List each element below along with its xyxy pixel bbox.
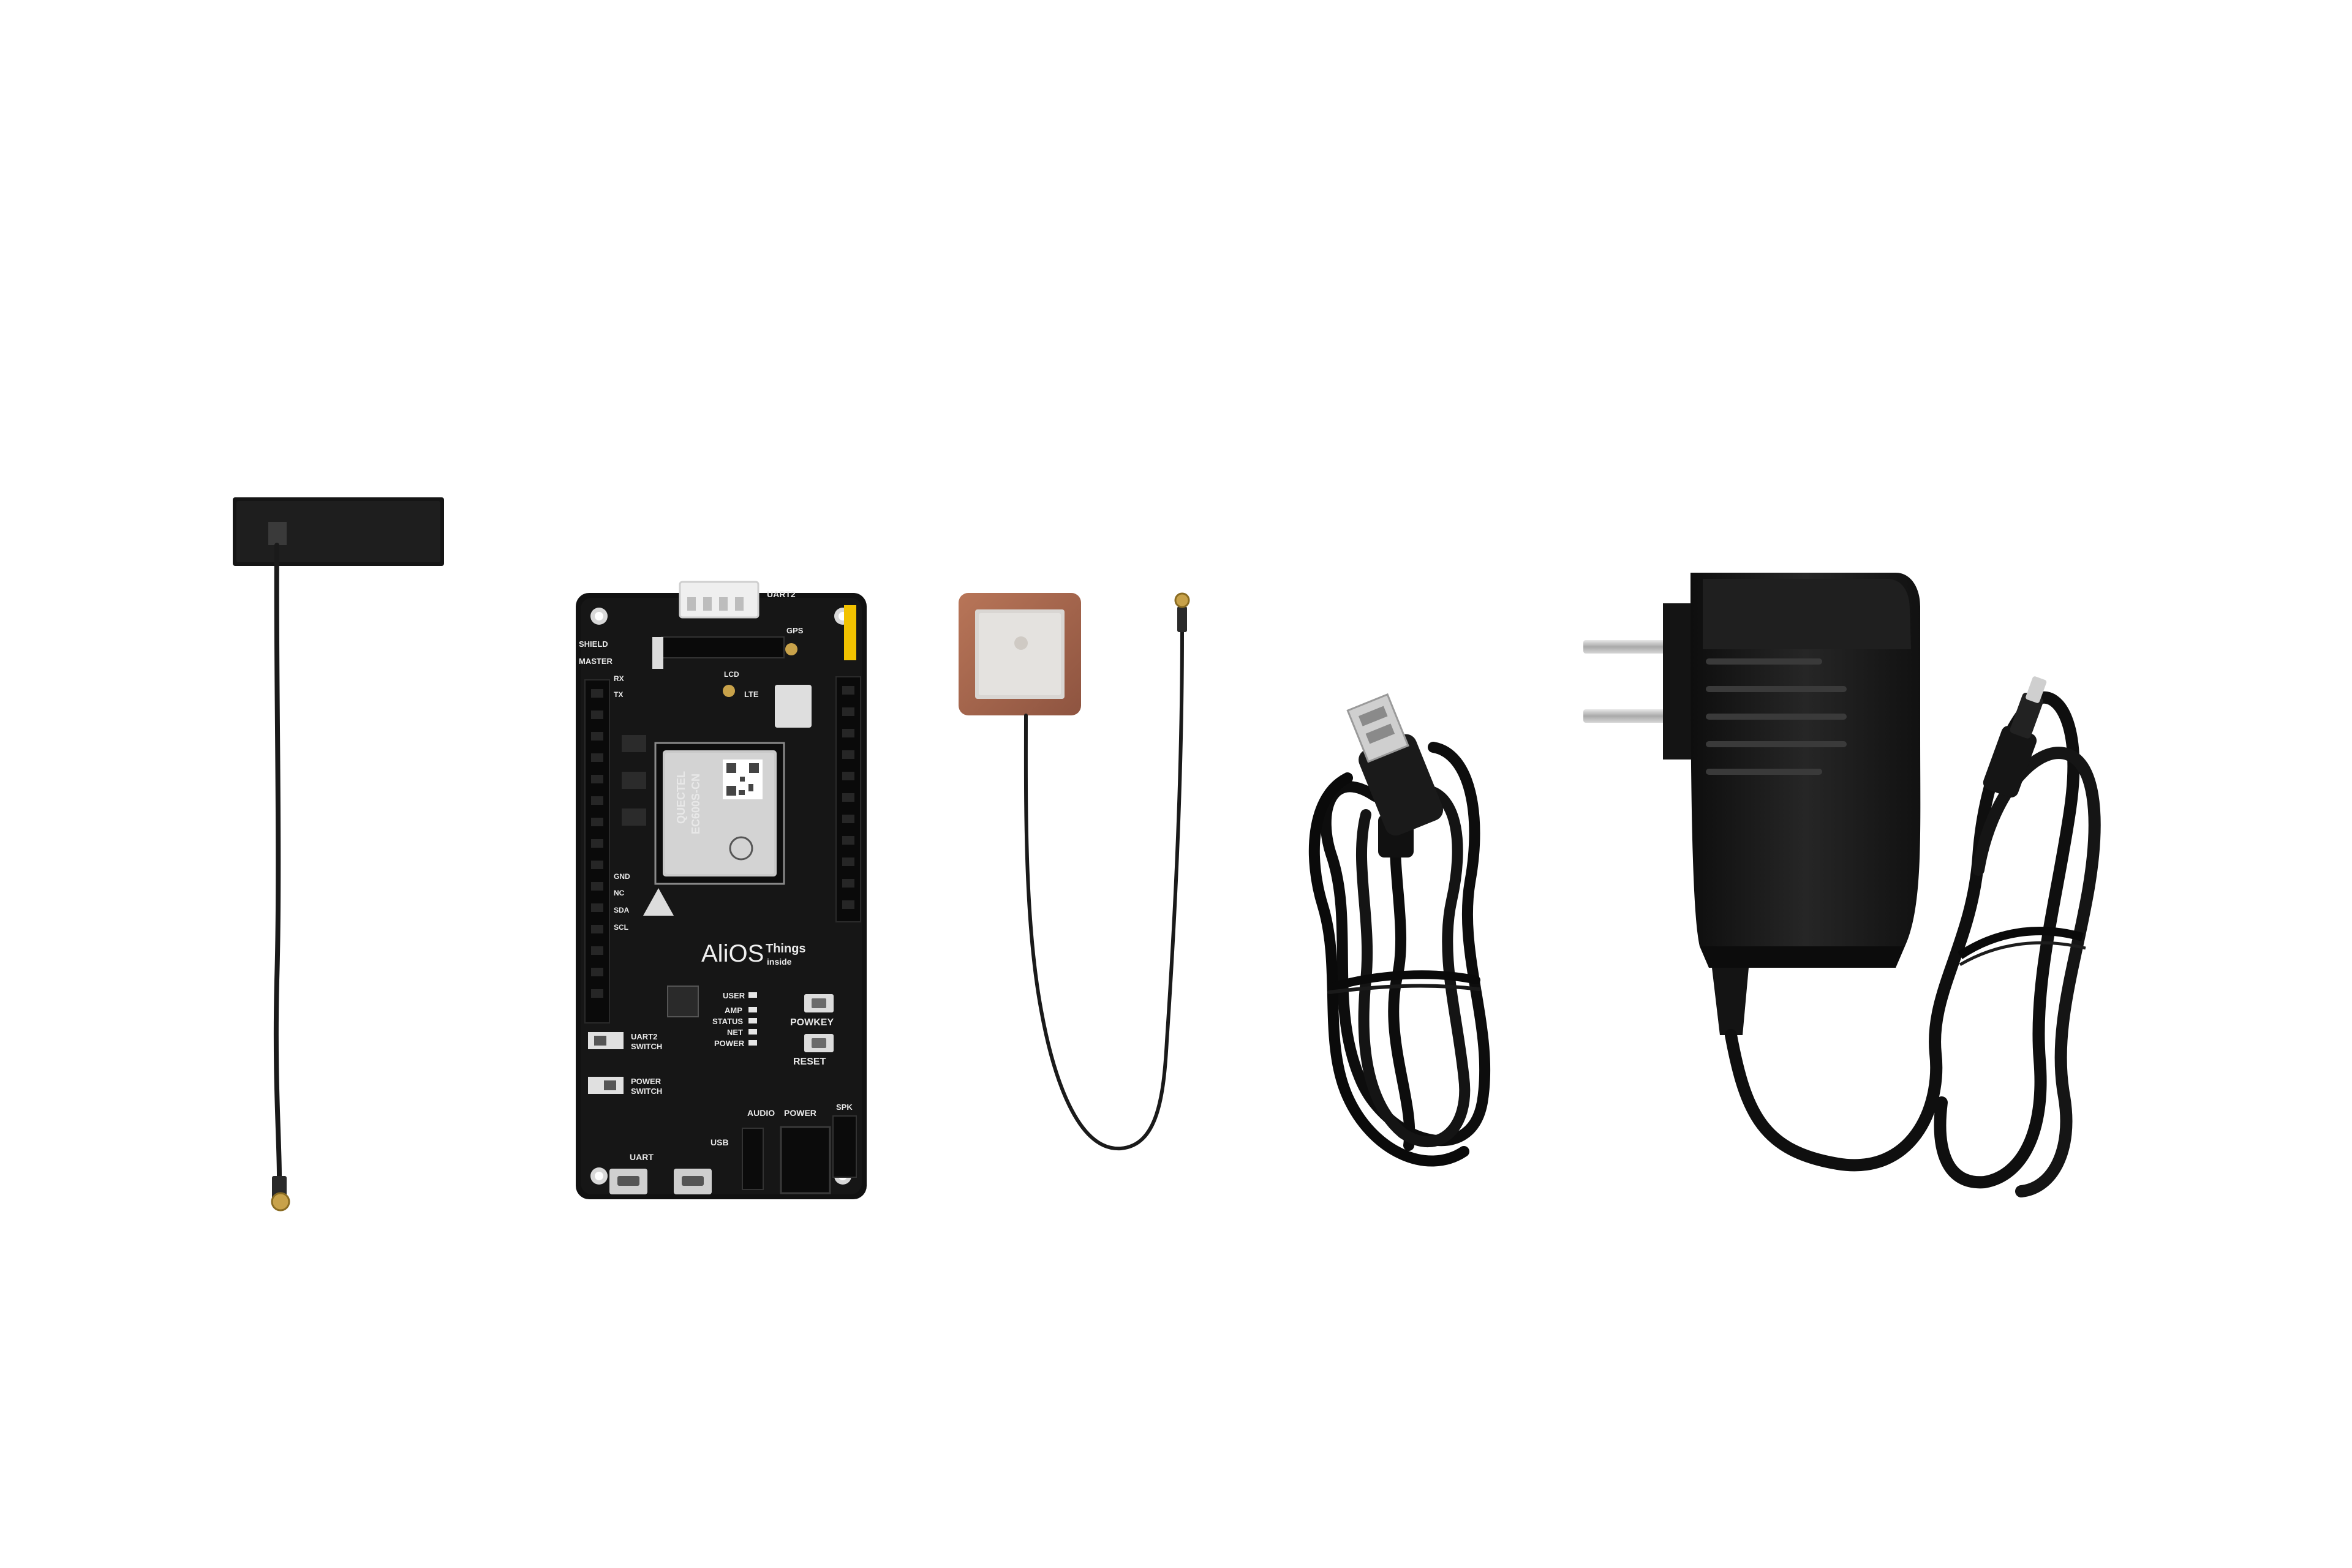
silk-usb: USB	[710, 1137, 729, 1147]
module-model: EC600S-CN	[690, 774, 702, 834]
silk-uart2: UART2	[767, 589, 796, 599]
dc-barrel-plug	[1983, 676, 2047, 798]
silk-lte: LTE	[744, 690, 759, 699]
lte-ufl	[723, 685, 735, 697]
usb-a-plug	[1346, 693, 1444, 858]
usb-cable	[1308, 742, 1491, 1167]
silk-powkey: POWKEY	[790, 1017, 834, 1028]
qr-code	[723, 760, 763, 799]
fpc-lte-antenna	[233, 497, 444, 1212]
silk-reset: RESET	[793, 1057, 826, 1067]
silk-shield: SHIELD	[579, 639, 608, 649]
silk-master: MASTER	[579, 657, 613, 666]
silk-nc: NC	[614, 889, 625, 897]
gps-patch-antenna	[959, 592, 1190, 1151]
silk-spk: SPK	[836, 1102, 853, 1112]
silk-gnd: GND	[614, 872, 630, 881]
silk-amp: AMP	[725, 1006, 742, 1015]
alios-logo: AliOS	[701, 940, 764, 967]
gps-ufl	[785, 643, 797, 655]
ufl-connector	[271, 1192, 290, 1212]
silk-power-switch: POWER	[631, 1077, 662, 1086]
module-brand: QUECTEL	[675, 771, 687, 824]
esd-warning-icon	[643, 888, 674, 916]
silk-uart2-switch-sub: SWITCH	[631, 1042, 662, 1051]
alios-things: Things	[766, 942, 806, 956]
silk-scl: SCL	[614, 923, 628, 932]
audio-jack	[742, 1128, 764, 1190]
silk-user: USER	[723, 991, 745, 1000]
silk-power: POWER	[784, 1108, 816, 1118]
silk-lcd: LCD	[724, 670, 739, 679]
shield-switch	[652, 637, 663, 669]
silk-audio: AUDIO	[747, 1108, 775, 1118]
silk-rx: RX	[614, 674, 624, 683]
silk-gps: GPS	[786, 626, 804, 635]
silk-uart2-switch: UART2	[631, 1032, 657, 1041]
alios-inside: inside	[767, 957, 792, 967]
silk-sda: SDA	[614, 906, 630, 914]
dev-board: UART2 SHIELD MASTER RX TX GND	[576, 581, 867, 1199]
silk-status: STATUS	[712, 1017, 743, 1026]
gps-ufl-connector	[1174, 592, 1190, 608]
ce-mark	[729, 836, 753, 861]
adapter-prong-top	[1583, 640, 1669, 654]
silk-tx: TX	[614, 690, 623, 699]
adapter-prong-bottom	[1583, 709, 1669, 723]
dc-power-jack	[780, 1126, 831, 1194]
silk-power-switch-sub: SWITCH	[631, 1087, 662, 1096]
silk-power-led: POWER	[714, 1039, 745, 1048]
silk-net: NET	[727, 1028, 743, 1037]
silk-uart: UART	[630, 1152, 654, 1162]
power-adapter	[1583, 573, 2101, 1197]
